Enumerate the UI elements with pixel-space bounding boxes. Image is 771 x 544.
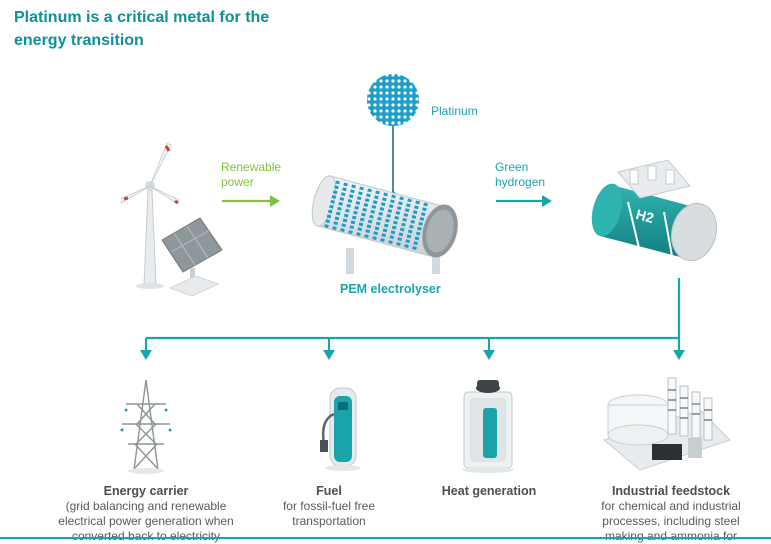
output-desc: (grid balancing and renewable — [65, 499, 227, 513]
industrial-plant-icon — [602, 377, 731, 471]
renewable-power-line2: power — [221, 175, 254, 189]
arrow-head — [323, 350, 335, 360]
output-desc: converted back to electricity — [71, 529, 221, 543]
output-title: Energy carrier — [103, 484, 189, 498]
pem-electrolyser-label: PEM electrolyser — [340, 282, 441, 296]
fuel-pump-icon — [320, 387, 361, 471]
green-hydrogen-line1: Green — [495, 160, 529, 174]
power-pylon-icon — [120, 379, 172, 471]
hydrogen-tank-icon — [591, 159, 718, 262]
platinum-label: Platinum — [431, 104, 478, 118]
output-desc: for fossil-fuel free — [282, 499, 376, 513]
output-title: Heat generation — [441, 484, 537, 498]
arrow-head — [140, 350, 152, 360]
platinum-sphere-icon — [367, 74, 419, 126]
arrow-head — [483, 350, 495, 360]
pem-electrolyser-icon — [311, 175, 458, 274]
green-hydrogen-line2: hydrogen — [495, 175, 546, 189]
heat-generation-unit-icon — [462, 380, 514, 473]
output-fuel: Fuel for fossil-fuel free transportation — [264, 484, 394, 529]
output-industrial-feedstock: Industrial feedstock for chemical and in… — [576, 484, 766, 544]
renewable-power-line1: Renewable — [221, 160, 282, 174]
wind-turbine-icon — [120, 142, 180, 289]
renewable-power-label: Renewable power — [221, 160, 281, 190]
arrow-head — [673, 350, 685, 360]
output-energy-carrier: Energy carrier (grid balancing and renew… — [36, 484, 256, 544]
page-title: Platinum is a critical metal for the ene… — [14, 9, 270, 49]
output-desc: for chemical and industrial — [601, 499, 741, 513]
green-hydrogen-label: Green hydrogen — [495, 160, 545, 190]
output-title: Fuel — [316, 484, 342, 498]
output-desc: electrical power generation when — [58, 514, 234, 528]
output-desc: transportation — [292, 514, 366, 528]
output-desc: making and ammonia for — [604, 529, 738, 543]
solar-panel-icon — [161, 217, 223, 297]
output-desc: processes, including steel — [602, 514, 740, 528]
bottom-border — [0, 537, 771, 539]
output-title: Industrial feedstock — [611, 484, 731, 498]
distribution-lines — [144, 278, 681, 350]
output-heat-generation: Heat generation — [424, 484, 554, 499]
